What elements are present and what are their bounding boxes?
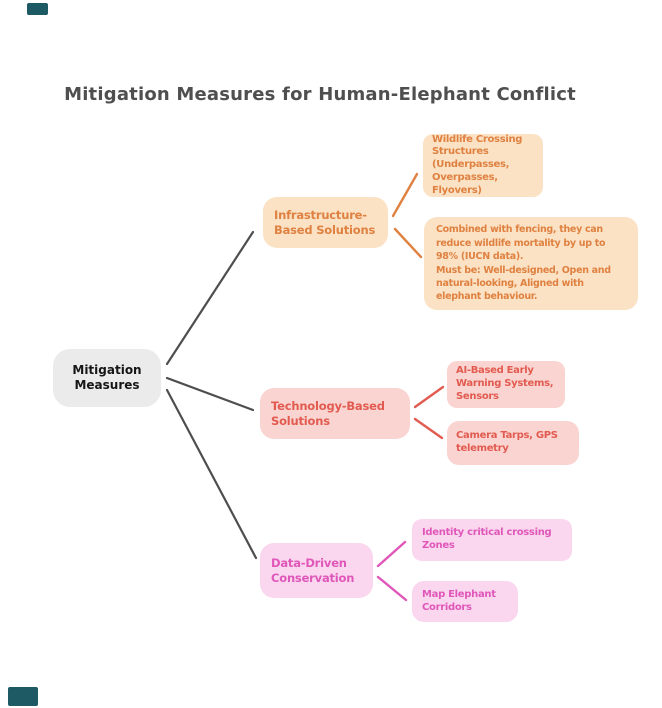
edge-technology-ai-warning — [413, 385, 445, 409]
branch-node-data-driven[interactable]: Data-Driven Conservation — [260, 543, 373, 598]
child-node-fencing-mortality-note[interactable]: Combined with fencing, they can reduce w… — [424, 217, 638, 310]
edge-technology-camera-gps — [413, 417, 444, 440]
root-node-mitigation-measures[interactable]: Mitigation Measures — [53, 349, 161, 407]
edge-infrastructure-fencing-note — [393, 227, 423, 259]
branch-node-technology[interactable]: Technology-Based Solutions — [260, 388, 410, 439]
teal-mark-top — [27, 3, 48, 15]
child-node-critical-crossing-zones[interactable]: Identity critical crossing Zones — [412, 519, 572, 561]
teal-mark-bottom — [8, 687, 38, 706]
child-node-ai-early-warning[interactable]: AI-Based Early Warning Systems, Sensors — [447, 361, 565, 408]
edge-data-corridors — [376, 575, 408, 602]
edge-root-technology — [165, 376, 255, 412]
edge-root-data — [165, 388, 258, 560]
diagram-title: Mitigation Measures for Human-Elephant C… — [64, 84, 576, 105]
branch-node-infrastructure[interactable]: Infrastructure- Based Solutions — [263, 197, 388, 248]
edge-root-infrastructure — [165, 230, 255, 366]
edge-infrastructure-crossing-structures — [391, 172, 419, 218]
child-node-map-elephant-corridors[interactable]: Map Elephant Corridors — [412, 581, 518, 622]
child-node-camera-gps-telemetry[interactable]: Camera Tarps, GPS telemetry — [447, 421, 579, 465]
child-node-wildlife-crossing-structures[interactable]: Wildlife Crossing Structures (Underpasse… — [423, 134, 543, 197]
edge-data-crossing-zones — [376, 540, 407, 568]
